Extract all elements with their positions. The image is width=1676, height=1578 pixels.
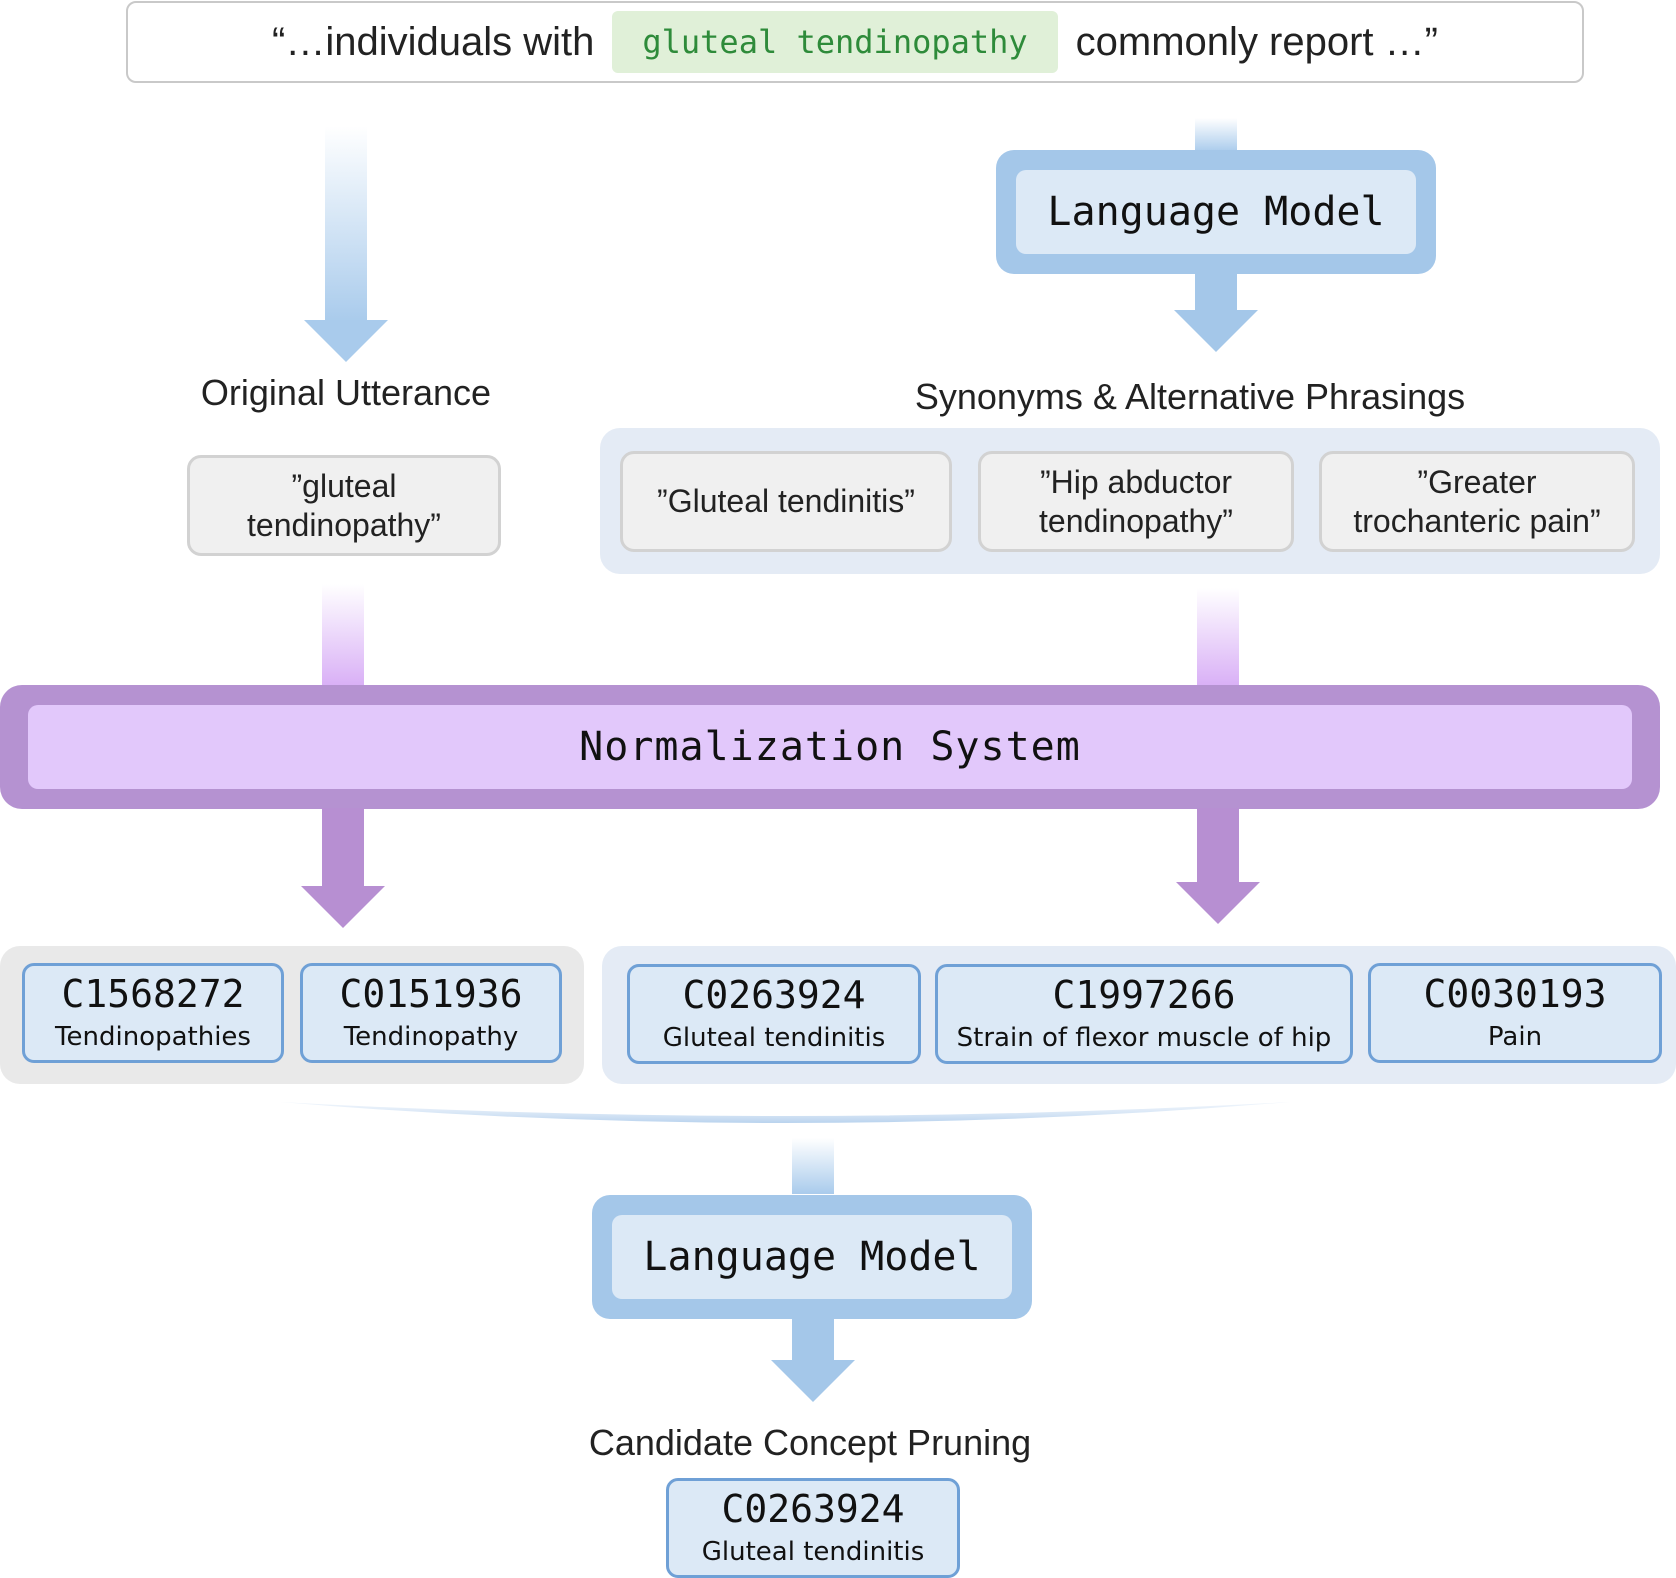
concept-id: C0151936 <box>339 972 523 1017</box>
synonym-phrase-line2: tendinopathy” <box>1039 502 1233 539</box>
arrow-shaft-norm-left <box>322 808 364 888</box>
synonym-phrase: ”Greater trochanteric pain” <box>1319 451 1635 552</box>
synonym-phrase-line1: ”Hip abductor <box>1039 464 1233 501</box>
concept-card: C0263924 Gluteal tendinitis <box>627 964 921 1064</box>
synonym-phrase-line1: ”Gluteal tendinitis” <box>657 483 915 520</box>
concept-card: C1997266 Strain of flexor muscle of hip <box>935 964 1353 1064</box>
original-phrase-line2: tendinopathy” <box>247 506 441 543</box>
concept-name: Tendinopathy <box>343 1021 519 1052</box>
concept-id: C1997266 <box>1052 973 1236 1018</box>
synonym-phrase: ”Hip abductor tendinopathy” <box>978 451 1294 552</box>
concept-id: C1568272 <box>61 972 245 1017</box>
arrow-head-norm-left <box>301 886 385 928</box>
normalization-system: Normalization System <box>0 685 1660 809</box>
normalization-system-label: Normalization System <box>28 705 1632 789</box>
arrow-head-lm-top <box>1174 310 1258 352</box>
arrow-shaft-right-top <box>1195 118 1237 152</box>
concept-name: Tendinopathies <box>55 1021 251 1052</box>
concept-id: C0263924 <box>721 1487 905 1532</box>
concept-name: Gluteal tendinitis <box>701 1536 925 1567</box>
synonym-phrase: ”Gluteal tendinitis” <box>620 451 952 552</box>
concept-id: C0263924 <box>682 973 866 1018</box>
synonyms-heading: Synonyms & Alternative Phrasings <box>914 376 1466 417</box>
arrow-shaft-left-top <box>325 126 367 322</box>
concept-card: C0030193 Pain <box>1368 963 1662 1063</box>
arrow-head-left-top <box>304 320 388 362</box>
language-model-top-label: Language Model <box>1016 170 1416 254</box>
pruning-heading: Candidate Concept Pruning <box>588 1422 1032 1463</box>
synonym-phrase-line1: ”Greater <box>1417 464 1537 501</box>
sentence-prefix: “…individuals with <box>272 19 595 64</box>
concept-card: C1568272 Tendinopathies <box>22 963 284 1063</box>
arrow-head-norm-right <box>1176 882 1260 924</box>
arrow-shaft-norm-right <box>1197 808 1239 884</box>
arrow-shaft-lm-top <box>1195 272 1237 312</box>
original-phrase: ”gluteal tendinopathy” <box>187 455 501 556</box>
highlighted-mention: gluteal tendinopathy <box>612 11 1058 73</box>
arrow-shaft-merge <box>792 1138 834 1194</box>
arrow-head-lm-bottom <box>771 1360 855 1402</box>
original-utterance-heading: Original Utterance <box>200 372 492 413</box>
sentence-suffix: commonly report …” <box>1075 19 1438 64</box>
concept-card: C0151936 Tendinopathy <box>300 963 562 1063</box>
original-phrase-line1: ”gluteal <box>291 468 397 505</box>
language-model-bottom-label: Language Model <box>612 1215 1012 1299</box>
arrow-shaft-synonyms-to-norm <box>1197 588 1239 688</box>
concept-name: Strain of flexor muscle of hip <box>956 1022 1332 1053</box>
concept-name: Pain <box>1487 1021 1543 1052</box>
synonym-phrase-line2: trochanteric pain” <box>1353 502 1601 539</box>
language-model-top: Language Model <box>996 150 1436 274</box>
arrow-shaft-lm-bottom <box>792 1318 834 1362</box>
language-model-bottom: Language Model <box>592 1195 1032 1319</box>
input-sentence-box: “…individuals with gluteal tendinopathy … <box>126 1 1584 83</box>
concept-name: Gluteal tendinitis <box>662 1022 886 1053</box>
arrow-shaft-original-to-norm <box>322 584 364 688</box>
merge-curve <box>280 1102 1290 1123</box>
pruned-concept-card: C0263924 Gluteal tendinitis <box>666 1478 960 1578</box>
concept-id: C0030193 <box>1423 972 1607 1017</box>
